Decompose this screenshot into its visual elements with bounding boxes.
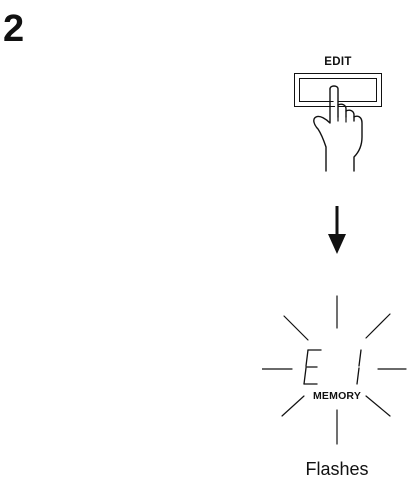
display-flashing-icon: [262, 295, 407, 445]
segment-digit-1: [356, 349, 362, 385]
hand-pressing-icon: [313, 85, 363, 172]
caption: Flashes: [305, 459, 369, 479]
segment-digit-e: [303, 349, 322, 385]
arrow-down-icon: [328, 206, 346, 254]
step-number: 2: [3, 8, 25, 50]
memory-indicator: MEMORY: [312, 390, 362, 402]
edit-button-label: EDIT: [324, 56, 352, 68]
flashing-rays-icon: [262, 295, 407, 445]
